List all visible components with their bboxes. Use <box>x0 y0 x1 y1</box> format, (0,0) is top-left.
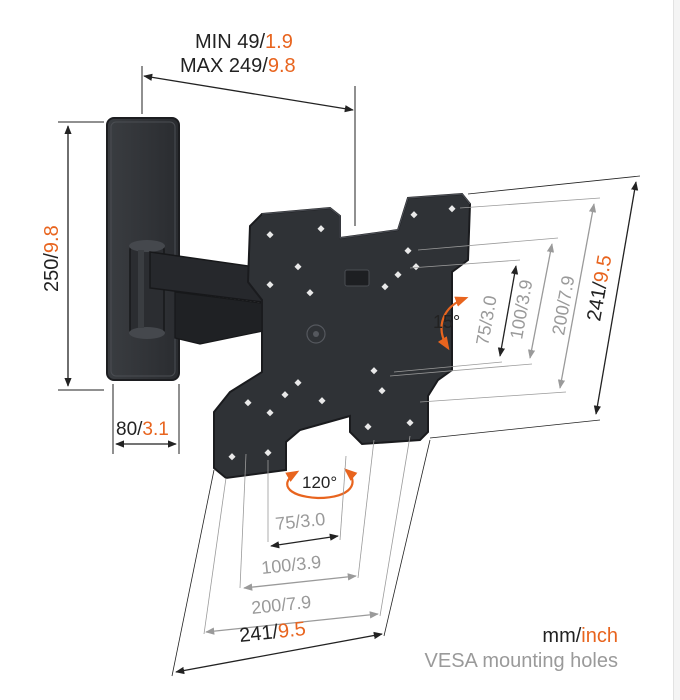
wall-plate-width-label: 80/3.1 <box>116 419 169 440</box>
vesa-v-75-label: 75/3.0 <box>472 294 500 347</box>
vesa-horizontal-dimensions: 75/3.0 100/3.9 200/7.9 241/9.5 <box>171 435 431 677</box>
depth-dimension: MIN 49/1.9 MAX 249/9.8 <box>141 31 356 226</box>
wall-plate-height-label: 250/9.8 <box>41 225 63 292</box>
wall-plate-height-dimension: 250/9.8 <box>41 121 104 391</box>
vesa-v-241-label: 241/9.5 <box>583 253 616 323</box>
tilt-indicator: 15° <box>433 296 469 351</box>
swivel-angle-label: 120° <box>302 473 337 492</box>
vesa-h-241-label: 241/9.5 <box>238 618 307 647</box>
vesa-mounting-holes <box>228 205 456 461</box>
vesa-h-75-label: 75/3.0 <box>274 509 326 534</box>
tilt-angle-label: 15° <box>433 312 460 332</box>
vesa-vertical-dimensions: 75/3.0 100/3.9 200/7.9 241/9.5 <box>389 175 641 439</box>
vesa-v-100-label: 100/3.9 <box>506 278 536 341</box>
vesa-plate <box>213 192 472 480</box>
page-edge <box>673 0 680 700</box>
units-label: mm/inch <box>542 625 618 647</box>
vesa-v-200-label: 200/7.9 <box>548 274 578 337</box>
vesa-caption: VESA mounting holes <box>424 650 618 672</box>
brand-logo <box>306 324 326 344</box>
vesa-h-200-label: 200/7.9 <box>250 592 312 618</box>
swivel-indicator: 120° <box>285 468 358 500</box>
vesa-h-100-label: 100/3.9 <box>260 552 322 578</box>
depth-max-label: MAX 249/9.8 <box>180 55 296 77</box>
mount-product <box>106 117 472 480</box>
units-legend: mm/inch VESA mounting holes <box>425 624 618 674</box>
depth-min-label: MIN 49/1.9 <box>195 31 293 53</box>
wall-plate-width-dimension: 80/3.1 <box>112 384 180 454</box>
